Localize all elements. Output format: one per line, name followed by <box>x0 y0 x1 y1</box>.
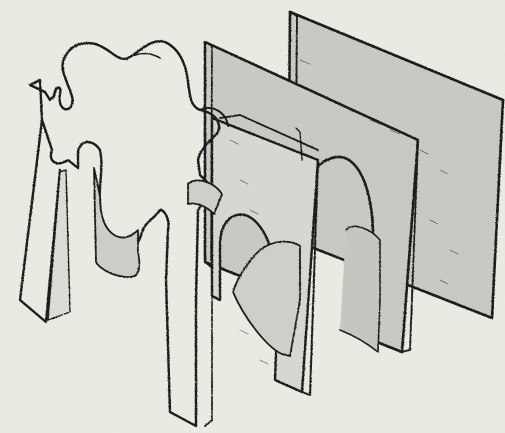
sketch-drawing <box>0 0 505 433</box>
sketch-canvas <box>0 0 505 433</box>
